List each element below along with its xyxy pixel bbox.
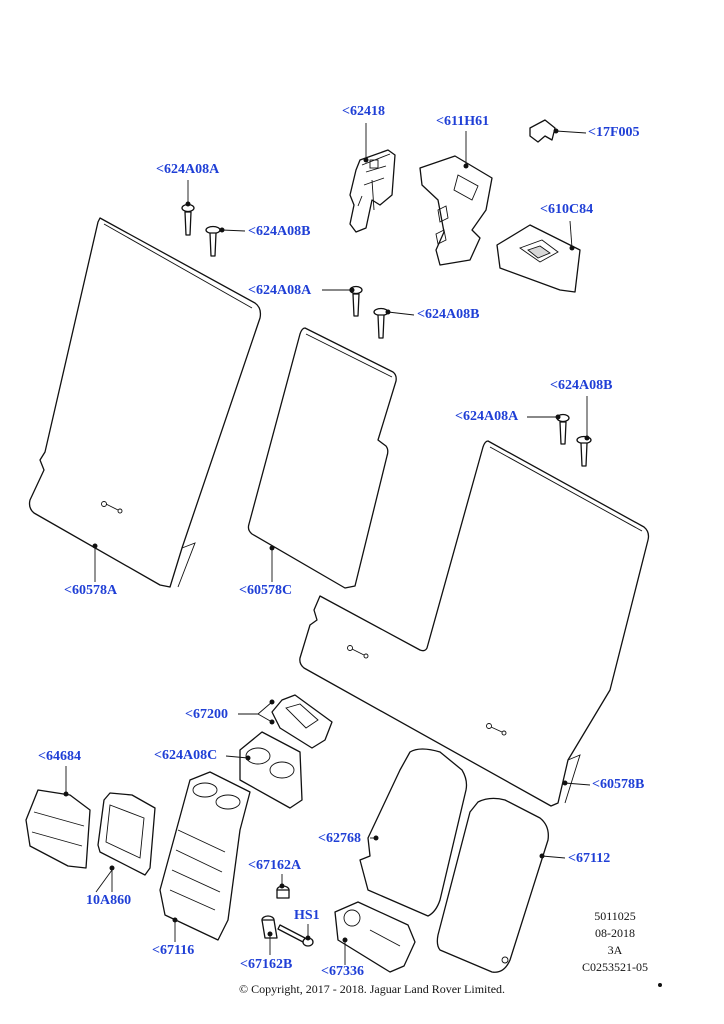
panel-64684[interactable] (25, 789, 91, 869)
armrest-cover-67112[interactable] (436, 797, 549, 973)
seat-back-panel-60578a[interactable] (28, 217, 262, 588)
callout-67116[interactable]: <67116 (152, 943, 195, 958)
bushing-67162b[interactable] (261, 915, 278, 939)
callout-624a08b-2[interactable]: <624A08B (417, 307, 480, 322)
seat-back-panel-60578c[interactable] (247, 327, 397, 589)
callout-hs1[interactable]: HS1 (294, 908, 320, 923)
armrest-housing-67116[interactable] (159, 771, 251, 941)
callout-624a08a-3[interactable]: <624A08A (455, 409, 519, 424)
screw-624a08b-3[interactable] (576, 435, 592, 467)
cap-17f005[interactable] (529, 119, 556, 143)
armrest-pad-62768[interactable] (359, 748, 468, 917)
bracket-611h61[interactable] (419, 155, 493, 266)
callout-62768[interactable]: <62768 (318, 831, 361, 846)
screw-624a08a-3[interactable] (556, 413, 570, 445)
screw-624a08b-2[interactable] (373, 307, 389, 339)
reference-block: 5011025 08-2018 3A C0253521-05 (570, 908, 660, 976)
callout-10a860[interactable]: 10A860 (86, 893, 132, 908)
callout-611h61[interactable]: <611H61 (436, 114, 490, 129)
callout-67162a[interactable]: <67162A (248, 858, 302, 873)
callout-610c84[interactable]: <610C84 (540, 202, 594, 217)
seat-back-panel-60578b[interactable] (299, 440, 650, 807)
frame-67200[interactable] (271, 694, 333, 749)
callout-64684[interactable]: <64684 (38, 749, 81, 764)
callout-624a08a-1[interactable]: <624A08A (156, 162, 220, 177)
reference-line-3: 3A (607, 943, 623, 957)
hinge-67336[interactable] (334, 901, 416, 973)
callout-17f005[interactable]: <17F005 (588, 125, 640, 140)
reference-line-2: 08-2018 (595, 926, 635, 940)
callout-60578a[interactable]: <60578A (64, 583, 118, 598)
callout-62418[interactable]: <62418 (342, 104, 385, 119)
callout-67112[interactable]: <67112 (568, 851, 611, 866)
callout-67162b[interactable]: <67162B (240, 957, 293, 972)
cover-10a860[interactable] (97, 792, 156, 876)
leader-lines (63, 123, 591, 965)
reference-line-4: C0253521-05 (582, 960, 648, 974)
callout-67336[interactable]: <67336 (321, 964, 364, 979)
screw-624a08a-1[interactable] (181, 203, 195, 236)
callout-624a08c[interactable]: <624A08C (154, 748, 218, 763)
copyright-notice: © Copyright, 2017 - 2018. Jaguar Land Ro… (238, 982, 506, 996)
screw-hs1[interactable] (277, 924, 314, 947)
callout-60578c[interactable]: <60578C (239, 583, 293, 598)
callout-67200[interactable]: <67200 (185, 707, 228, 722)
callout-624a08b-3[interactable]: <624A08B (550, 378, 613, 393)
callout-624a08a-2[interactable]: <624A08A (248, 283, 312, 298)
nut-67162a[interactable] (276, 885, 290, 899)
cup-holder-624a08c[interactable] (239, 731, 303, 809)
bracket-62418[interactable] (349, 149, 396, 233)
cover-610c84[interactable] (496, 224, 581, 293)
reference-line-1: 5011025 (594, 909, 636, 923)
screw-624a08b-1[interactable] (205, 225, 221, 257)
callout-60578b[interactable]: <60578B (592, 777, 645, 792)
callout-624a08b-1[interactable]: <624A08B (248, 224, 311, 239)
